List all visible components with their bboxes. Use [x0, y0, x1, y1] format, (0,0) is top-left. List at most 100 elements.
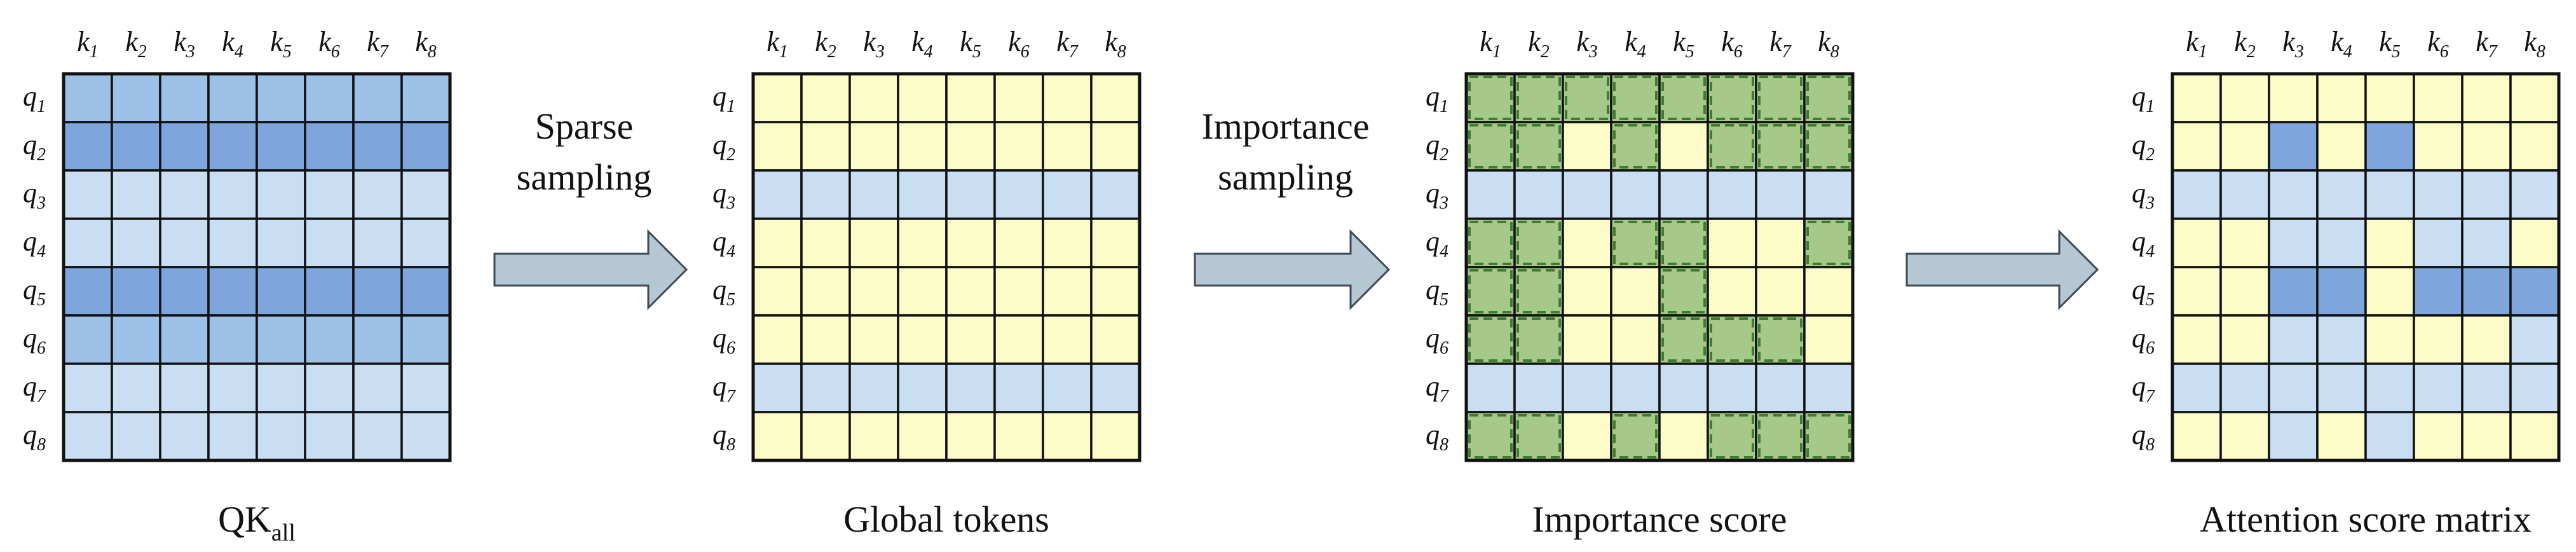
- selected-cell-outline: [1710, 124, 1754, 169]
- matrix-cell: [1562, 217, 1612, 268]
- matrix-cell: [1610, 121, 1661, 172]
- selected-cell-outline: [1613, 76, 1658, 120]
- matrix-cell: [2413, 121, 2464, 172]
- matrix-cell: [1042, 121, 1093, 172]
- matrix-cell: [159, 266, 210, 317]
- matrix-cell: [1513, 411, 1564, 462]
- matrix-cell: [207, 217, 258, 268]
- matrix-caption: Importance score: [1532, 499, 1787, 540]
- matrix-cell: [993, 314, 1044, 365]
- matrix-cell: [2316, 362, 2367, 413]
- arrow-label: Sparse: [535, 106, 634, 147]
- matrix-cell: [1707, 411, 1757, 462]
- matrix-cell: [993, 169, 1044, 220]
- k-label-5: k5: [270, 26, 292, 62]
- matrix-cell: [2364, 72, 2415, 123]
- matrix-cell: [1513, 169, 1564, 220]
- matrix-cell: [159, 411, 210, 462]
- matrix-cell: [2268, 217, 2319, 268]
- matrix-cell: [159, 72, 210, 123]
- matrix-cell: [752, 266, 803, 317]
- k-label-1: k1: [1480, 26, 1501, 62]
- matrix-cell: [400, 314, 451, 365]
- matrix-cell: [1610, 266, 1661, 317]
- matrix-border: [2171, 72, 2561, 462]
- matrix-cell: [256, 217, 306, 268]
- matrix-cell: [2364, 121, 2415, 172]
- k-label-2: k2: [2234, 26, 2256, 62]
- matrix-cell: [1803, 169, 1854, 220]
- matrix-cell: [2413, 217, 2464, 268]
- k-label-2: k2: [815, 26, 836, 62]
- matrix-cell: [111, 314, 161, 365]
- matrix-cell: [1803, 362, 1854, 413]
- matrix-cell: [2364, 169, 2415, 220]
- k-label-6: k6: [2427, 26, 2449, 62]
- matrix-cell: [1610, 169, 1661, 220]
- selected-cell-outline: [1565, 76, 1609, 120]
- matrix-cell: [2509, 72, 2560, 123]
- matrix-cell: [993, 411, 1044, 462]
- matrix-cell: [945, 266, 996, 317]
- matrix-cell: [1658, 217, 1709, 268]
- q-label-2: q2: [1426, 129, 1448, 165]
- matrix-cell: [304, 411, 355, 462]
- matrix-cell: [256, 121, 306, 172]
- matrix-cell: [1042, 411, 1093, 462]
- q-label-3: q3: [23, 177, 46, 213]
- matrix-cell: [2364, 314, 2415, 365]
- selected-cell-outline: [1613, 414, 1658, 459]
- matrix-cell: [1803, 217, 1854, 268]
- matrix-cell: [1465, 217, 1516, 268]
- q-label-4: q4: [2132, 226, 2155, 261]
- matrix-cell: [1803, 411, 1854, 462]
- matrix-cell: [1610, 362, 1661, 413]
- matrix-cell: [752, 362, 803, 413]
- selected-cell-outline: [1758, 414, 1803, 459]
- selected-cell-outline: [1468, 76, 1513, 120]
- matrix-cell: [2413, 72, 2464, 123]
- matrix-cell: [256, 266, 306, 317]
- k-label-5: k5: [2379, 26, 2401, 62]
- matrix-cell: [2171, 217, 2222, 268]
- matrix-cell: [2219, 72, 2270, 123]
- matrix-cell: [400, 169, 451, 220]
- matrix-cell: [2316, 169, 2367, 220]
- matrix-cell: [1562, 362, 1612, 413]
- matrix-cell: [1090, 169, 1141, 220]
- q-label-5: q5: [2132, 274, 2155, 310]
- k-label-3: k3: [174, 26, 195, 62]
- matrix-cell: [1610, 217, 1661, 268]
- matrix-cell: [62, 72, 113, 123]
- q-label-8: q8: [2132, 419, 2155, 455]
- matrix-cell: [945, 121, 996, 172]
- arrow-shape: [493, 229, 688, 310]
- matrix-cell: [2171, 266, 2222, 317]
- matrix-cell: [897, 362, 948, 413]
- matrix-cell: [2171, 72, 2222, 123]
- q-label-6: q6: [712, 322, 735, 358]
- matrix-cell: [1562, 411, 1612, 462]
- selected-cell-outline: [1758, 317, 1803, 362]
- matrix-cell: [1707, 169, 1757, 220]
- matrix-cell: [2316, 314, 2367, 365]
- matrix-cell: [304, 362, 355, 413]
- k-label-8: k8: [2524, 26, 2545, 62]
- matrix-cell: [2461, 411, 2512, 462]
- k-label-7: k7: [367, 26, 389, 62]
- selected-cell-outline: [1661, 317, 1706, 362]
- matrix-cell: [2268, 266, 2319, 317]
- matrix-cell: [62, 266, 113, 317]
- matrix-cell: [752, 169, 803, 220]
- matrix-cell: [2219, 169, 2270, 220]
- selected-cell-outline: [1661, 269, 1706, 314]
- matrix-cell: [848, 411, 899, 462]
- q-label-1: q1: [23, 81, 46, 116]
- matrix-cell: [304, 72, 355, 123]
- matrix-cell: [352, 121, 403, 172]
- matrix-cell: [2413, 169, 2464, 220]
